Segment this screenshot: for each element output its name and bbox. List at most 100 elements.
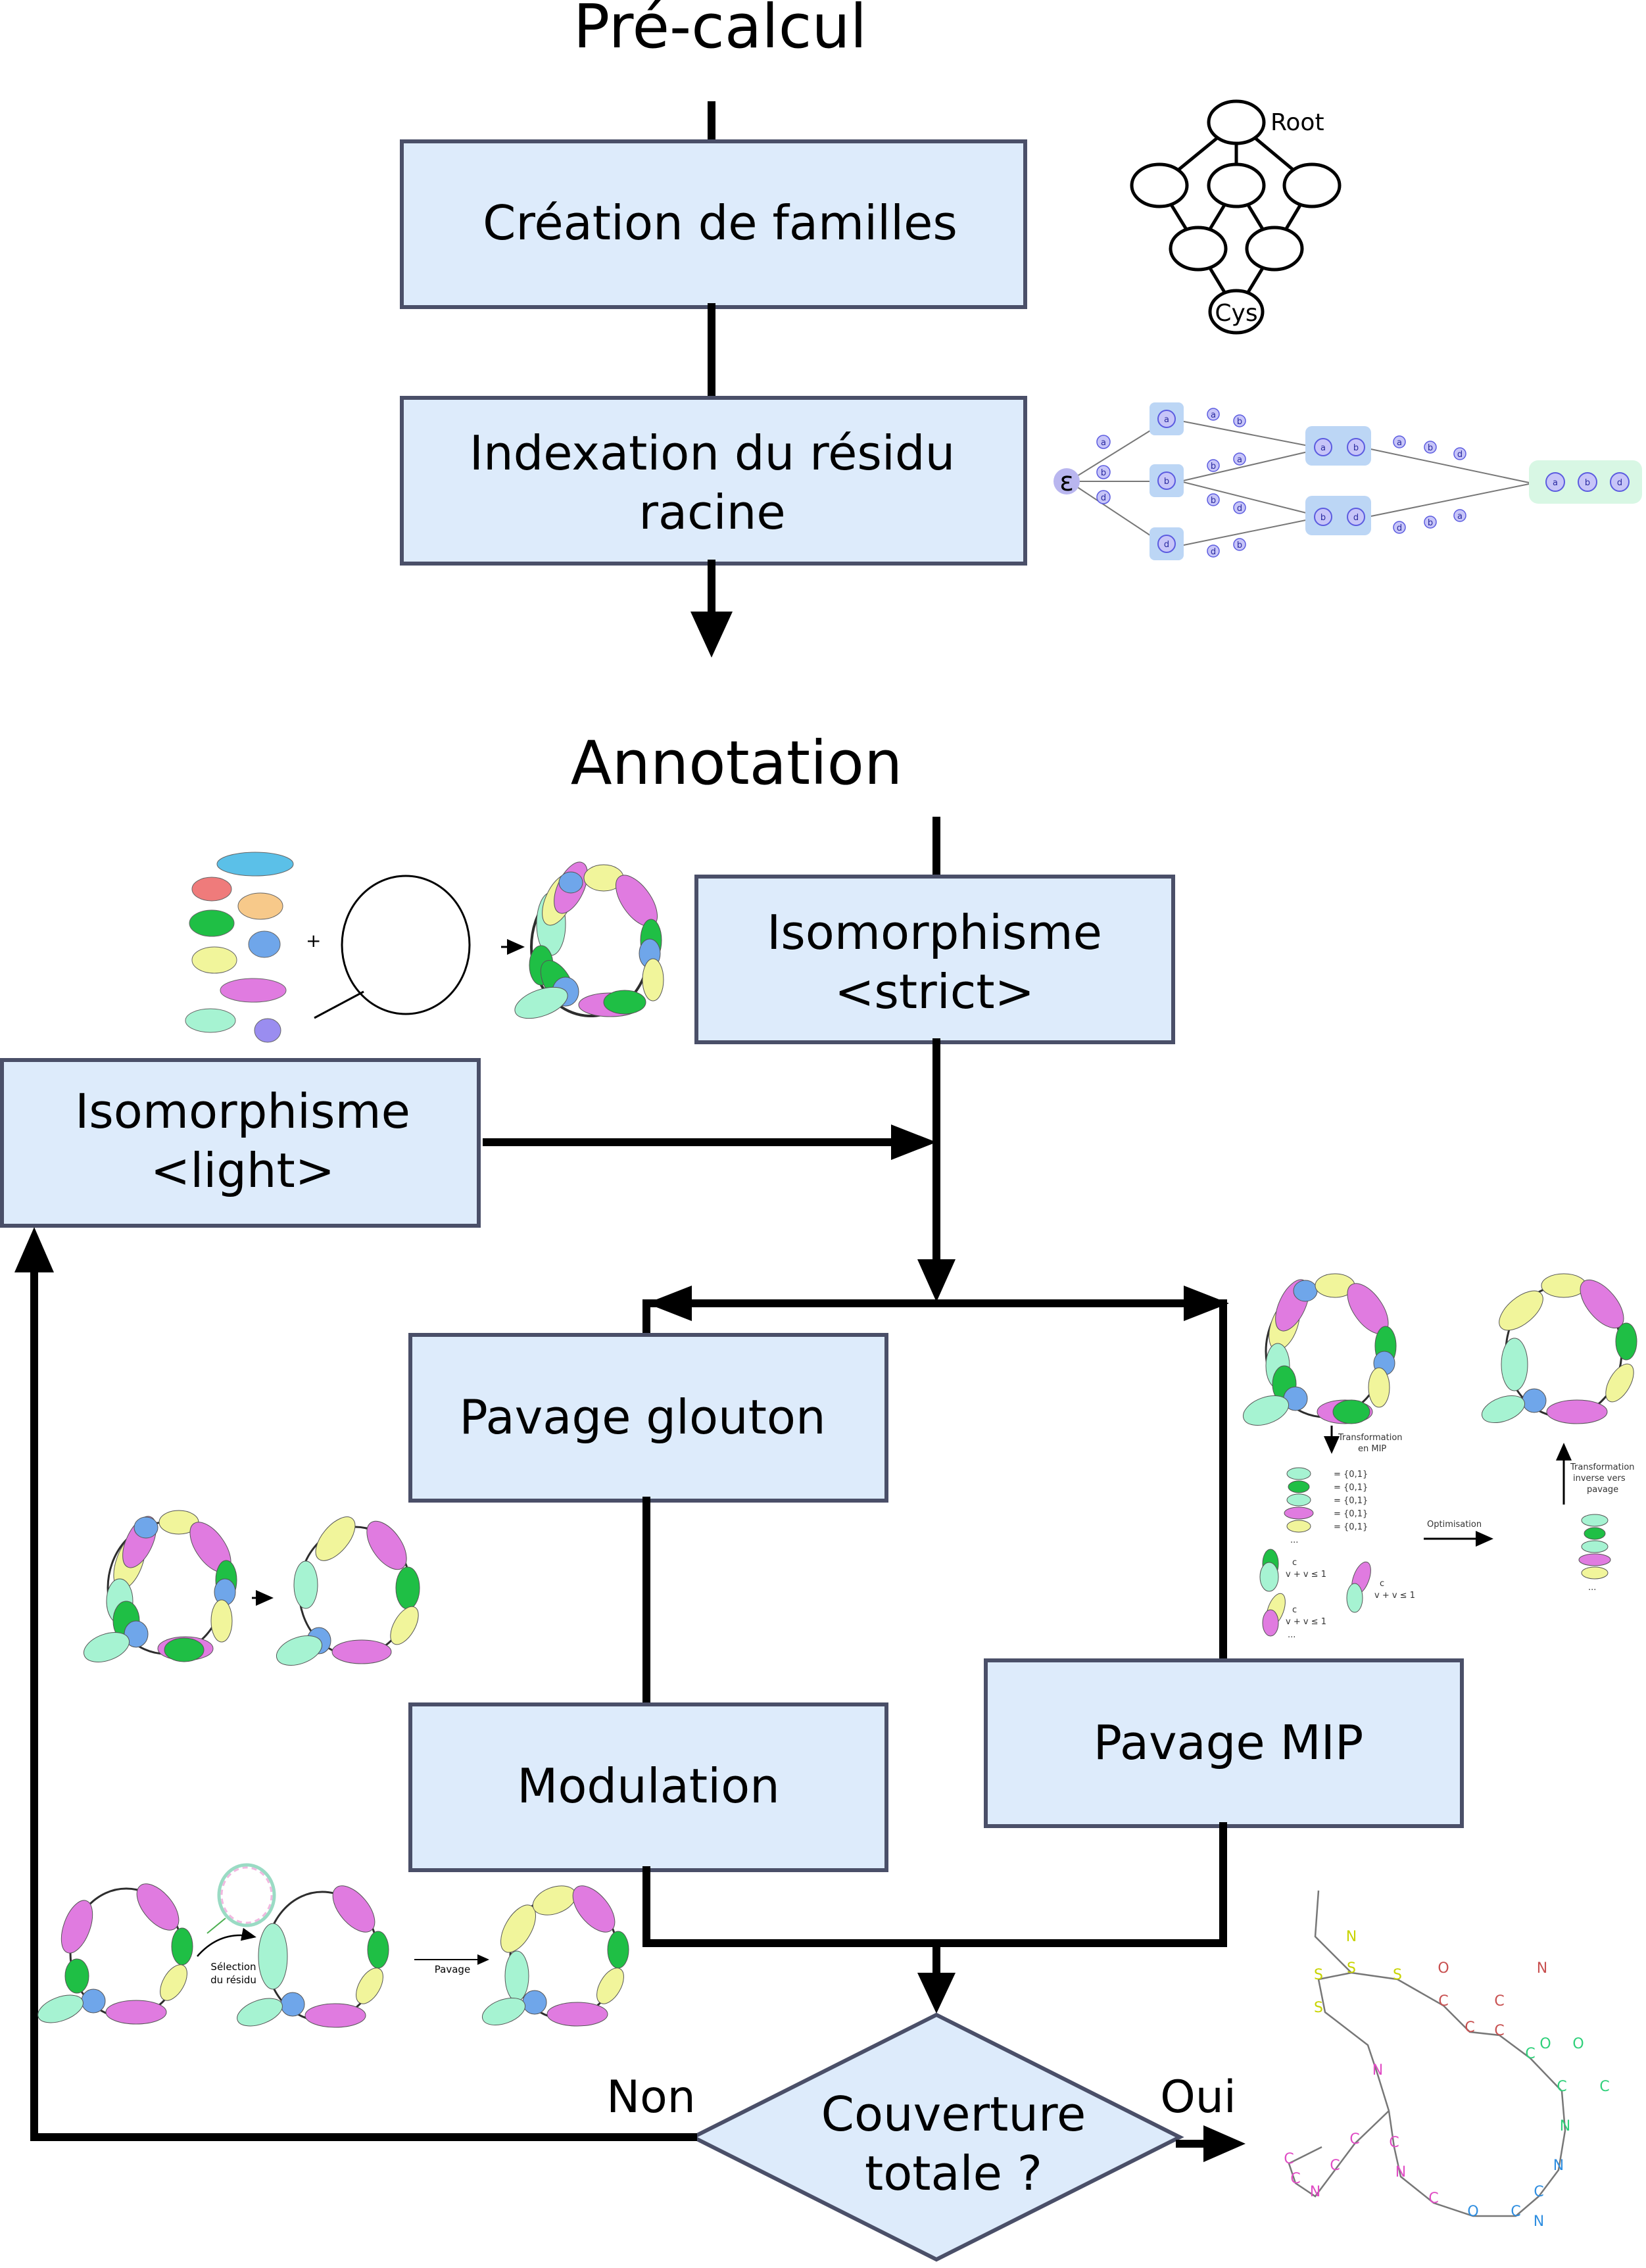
index-tree-letter: d bbox=[1237, 504, 1242, 514]
index-tree-letter: b bbox=[1320, 513, 1326, 523]
index-tree-letter: b bbox=[1237, 541, 1242, 550]
index-tree-letter: a bbox=[1457, 512, 1463, 521]
molecule-atom: S bbox=[1347, 1960, 1356, 1977]
molecule-atom: S bbox=[1314, 2000, 1323, 2016]
index-tree-letter: d bbox=[1617, 478, 1622, 488]
molecule-atom: C bbox=[1330, 2158, 1340, 2174]
strict-box[interactable] bbox=[694, 875, 1175, 1044]
index-tree-letter: d bbox=[1164, 540, 1169, 550]
flow-split-right-arrowhead bbox=[1184, 1286, 1229, 1321]
var-ellipsis: ... bbox=[1290, 1535, 1298, 1545]
molecule-atom: C bbox=[1557, 2079, 1566, 2095]
index-tree-letter: a bbox=[1397, 438, 1402, 448]
flow-light-arrowhead bbox=[891, 1124, 936, 1160]
inverse-label-1: Transformation bbox=[1570, 1462, 1635, 1472]
strict-label-1: Isomorphisme bbox=[767, 905, 1102, 960]
constraint-label-2: c bbox=[1380, 1579, 1384, 1589]
index-tree-letter: d bbox=[1397, 523, 1402, 533]
molecule-atom: C bbox=[1464, 2019, 1474, 2036]
index-tree-letter: d bbox=[1457, 450, 1463, 460]
families-label: Création de familles bbox=[483, 195, 957, 251]
index-label-2: racine bbox=[639, 485, 785, 540]
molecule-atom: S bbox=[1393, 1967, 1402, 1983]
root-node-label: Root bbox=[1271, 109, 1324, 136]
flow-strict-arrowhead bbox=[917, 1259, 956, 1302]
plus-sign: + bbox=[306, 930, 321, 952]
light-label-2: <light> bbox=[151, 1143, 335, 1198]
index-tree-letter: b bbox=[1101, 468, 1106, 478]
greedy-illustration bbox=[83, 1510, 420, 1666]
flow-loop-arrowhead bbox=[14, 1227, 54, 1272]
index-tree-letter: a bbox=[1320, 443, 1326, 453]
tiling-label: Pavage bbox=[435, 1964, 470, 1975]
greedy-box[interactable] bbox=[408, 1333, 888, 1503]
molecule-atom: C bbox=[1389, 2135, 1399, 2151]
light-box[interactable] bbox=[0, 1058, 481, 1228]
index-box[interactable] bbox=[400, 396, 1027, 566]
index-tree-letter: b bbox=[1211, 496, 1216, 506]
index-tree-letter: b bbox=[1428, 518, 1433, 528]
molecule-atom: C bbox=[1349, 2131, 1359, 2148]
molecule-atom: C bbox=[1511, 2204, 1520, 2220]
flow-yes-arrowhead bbox=[1203, 2125, 1246, 2162]
molecule-atom: C bbox=[1438, 1993, 1448, 2010]
molecule-atom: C bbox=[1599, 2079, 1609, 2095]
constraint-expr-2: v + v ≤ 1 bbox=[1374, 1591, 1415, 1601]
constraint-expr-1: v + v ≤ 1 bbox=[1286, 1570, 1326, 1580]
index-tree-letter: a bbox=[1553, 478, 1558, 488]
molecule-atom: N bbox=[1560, 2118, 1570, 2135]
families-hierarchy-graph: Root Cys bbox=[1130, 99, 1342, 335]
var-domain-5: = {0,1} bbox=[1334, 1522, 1368, 1532]
index-tree-letter: d bbox=[1101, 493, 1106, 503]
index-label-1: Indexation du résidu bbox=[470, 425, 956, 481]
decision-label-2: totale ? bbox=[865, 2146, 1042, 2201]
flow-split-left-arrowhead bbox=[646, 1286, 692, 1321]
mip-transform-label-2: en MIP bbox=[1358, 1444, 1386, 1454]
mip-label: Pavage MIP bbox=[1094, 1715, 1364, 1770]
modulation-illustration: Sélection du résidu Pavage bbox=[37, 1863, 629, 2028]
molecule-atom: C bbox=[1290, 2171, 1300, 2187]
molecule-atom: C bbox=[1494, 2023, 1504, 2039]
var-domain-2: = {0,1} bbox=[1334, 1483, 1368, 1493]
no-label: Non bbox=[606, 2071, 696, 2123]
molecule-atom: N bbox=[1534, 2213, 1544, 2230]
molecule-atom: C bbox=[1534, 2184, 1543, 2200]
var-domain-1: = {0,1} bbox=[1334, 1470, 1368, 1480]
mip-transform-label-1: Transformation bbox=[1338, 1433, 1403, 1443]
molecule-atom: C bbox=[1284, 2151, 1294, 2167]
index-tree-letter: b bbox=[1585, 478, 1590, 488]
cys-node-label: Cys bbox=[1215, 300, 1257, 327]
index-tree-letter: a bbox=[1211, 410, 1216, 420]
coverage-decision[interactable] bbox=[689, 2012, 1184, 2262]
constraint-ellipsis: ... bbox=[1288, 1630, 1295, 1640]
molecule-atom: N bbox=[1346, 1929, 1357, 1945]
mip-illustration: Transformation en MIP = {0,1} = {0,1} = … bbox=[1242, 1273, 1637, 1640]
index-tree-letter: b bbox=[1211, 462, 1216, 471]
yes-label: Oui bbox=[1160, 2071, 1236, 2123]
optimisation-label: Optimisation bbox=[1427, 1520, 1482, 1530]
solution-ellipsis: ... bbox=[1588, 1583, 1596, 1593]
root-index-tree: ε bbox=[1053, 402, 1642, 560]
var-domain-4: = {0,1} bbox=[1334, 1509, 1368, 1519]
epsilon-label: ε bbox=[1059, 467, 1074, 497]
molecule-atom: S bbox=[1314, 1967, 1323, 1983]
molecule-atom: O bbox=[1467, 2204, 1478, 2220]
molecule-atom: C bbox=[1494, 1993, 1504, 2010]
residue-selection-label-1: Sélection bbox=[210, 1961, 256, 1973]
molecule-atom: N bbox=[1553, 2158, 1564, 2174]
index-tree-letter: a bbox=[1101, 438, 1106, 448]
molecule-atom: C bbox=[1525, 2046, 1535, 2062]
residue-selection-label-2: du résidu bbox=[210, 1974, 256, 1986]
index-tree-letter: a bbox=[1164, 415, 1169, 425]
index-tree-letter: b bbox=[1428, 443, 1433, 453]
flow-merge-arrowhead bbox=[917, 1973, 956, 2014]
molecule-atom: N bbox=[1310, 2184, 1320, 2200]
molecule-atom: N bbox=[1372, 2062, 1383, 2079]
index-tree-letter: a bbox=[1237, 455, 1242, 465]
inverse-label-3: pavage bbox=[1587, 1485, 1618, 1495]
strict-result-ring bbox=[514, 861, 664, 1019]
modulation-box[interactable] bbox=[408, 1702, 888, 1872]
molecule-atom: N bbox=[1395, 2164, 1406, 2181]
precalc-title: Pré-calcul bbox=[573, 0, 867, 62]
